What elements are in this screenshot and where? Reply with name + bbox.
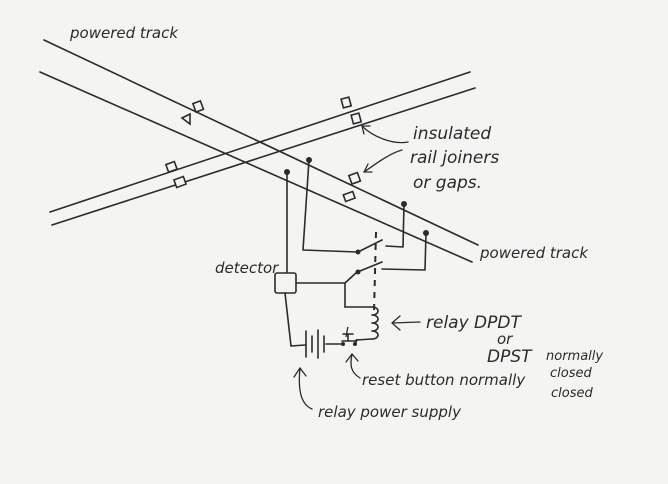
supply-arrow-head: [293, 367, 307, 378]
track-b-rail-1: [49, 71, 471, 213]
label-insulated: insulated: [413, 124, 491, 144]
joiner-2: [180, 112, 191, 126]
reset-dot-left: [341, 342, 345, 346]
label-relay-power-supply: relay power supply: [318, 403, 462, 421]
label-closed-1: closed: [550, 366, 592, 381]
reset-arrow-line: [350, 353, 361, 379]
feeder-2: [302, 159, 358, 253]
joiner-3: [340, 96, 353, 109]
relay-contacts: [355, 231, 383, 313]
joiner-1: [191, 99, 205, 114]
label-coil: I: [345, 326, 349, 341]
joiner-8: [342, 190, 357, 203]
joiner-7: [347, 171, 362, 186]
label-or-gaps: or gaps.: [413, 173, 482, 193]
joiner-4: [350, 112, 363, 125]
feeder-wires: [284, 157, 429, 273]
joiner-6: [172, 175, 188, 189]
joiner-arrow-upper-head: [361, 125, 371, 135]
pointer-arrows: [293, 315, 421, 410]
joiner-arrow-upper: [361, 125, 409, 144]
joiner-arrow-lower-head: [363, 163, 373, 173]
relay-arrow-head: [391, 315, 401, 331]
coil-return: [355, 338, 373, 341]
reset-arrow-head: [345, 353, 359, 363]
detector-circuit: [274, 271, 379, 347]
relay-mechanical-link: [373, 231, 377, 313]
label-relay-dpdt: relay DPDT: [426, 313, 522, 333]
label-rail-joiners: rail joiners: [410, 148, 499, 168]
contact-blade-2: [359, 261, 383, 272]
joiner-5: [164, 160, 179, 174]
label-powered-track-top: powered track: [69, 24, 179, 42]
label-or: or: [497, 330, 513, 348]
feeder-3: [385, 203, 405, 248]
track-b-rail-2: [51, 87, 476, 226]
feeder-4: [381, 232, 427, 271]
joiner-arrow-lower: [363, 149, 403, 173]
contact-common-wire: [344, 271, 358, 284]
track-b: [49, 71, 476, 226]
reset-to-coil: [354, 339, 358, 345]
label-dpst: DPST: [487, 347, 533, 367]
label-powered-track-right: powered track: [479, 244, 589, 262]
supply-arrow-line: [298, 367, 313, 410]
contact-blade-1: [359, 239, 383, 252]
relay-arrow-line: [391, 321, 421, 324]
label-detector: detector: [215, 259, 279, 277]
power-supply: [290, 329, 358, 359]
insulated-joiners: [164, 96, 363, 203]
track-a-rail-2: [39, 71, 473, 263]
label-normally-1: normally: [546, 349, 603, 364]
relay-coil: [371, 306, 379, 340]
label-reset-button: reset button normally: [362, 371, 526, 389]
label-closed-2: closed: [551, 386, 593, 401]
detector-to-supply: [284, 292, 292, 347]
joiner-pointer-arrows: [361, 125, 409, 173]
supply-wire: [290, 344, 306, 347]
